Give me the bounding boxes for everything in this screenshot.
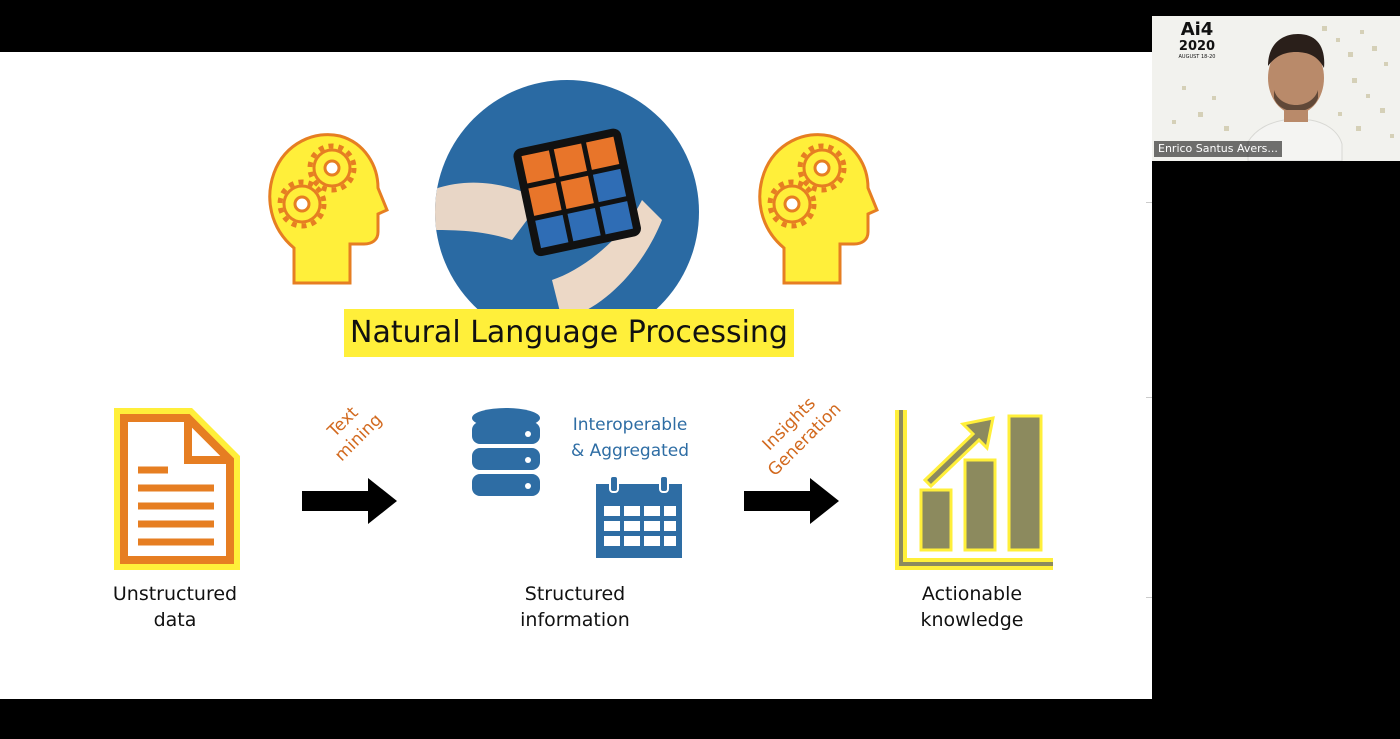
logo-line3: AUGUST 18-20	[1178, 54, 1216, 60]
speaker-webcam[interactable]: Ai4 2020 AUGUST 18-20 Enrico Santus Aver…	[1152, 16, 1400, 161]
presentation-slide: Natural Language Processing Text mining	[0, 52, 1152, 699]
structured-information-label: Structured information	[520, 583, 630, 631]
slide-tick	[1146, 202, 1152, 203]
actionable-knowledge-label: Actionable knowledge	[920, 583, 1024, 631]
logo-line2: 2020	[1178, 39, 1216, 54]
text-mining-label: Text mining	[323, 402, 387, 466]
insights-generation-label: Insights Generation	[758, 393, 846, 481]
bar-chart-icon	[895, 410, 1053, 570]
unstructured-data-label: Unstructured data	[112, 583, 238, 631]
logo-line1: Ai4	[1180, 19, 1214, 40]
head-gears-icon-right	[758, 133, 879, 285]
slide-tick	[1146, 597, 1152, 598]
database-icon	[472, 408, 540, 496]
rubiks-cube-photo	[435, 80, 699, 320]
slide-title: Natural Language Processing	[344, 309, 794, 357]
right-arrow-icon	[302, 478, 397, 524]
calendar-icon	[596, 476, 682, 558]
interoperable-caption: Interoperable & Aggregated	[570, 415, 690, 461]
speaker-name: Enrico Santus Avers...	[1154, 141, 1282, 157]
right-arrow-icon	[744, 478, 839, 524]
document-icon	[114, 408, 240, 570]
slide-tick	[1146, 397, 1152, 398]
ai4-logo: Ai4 2020 AUGUST 18-20	[1166, 20, 1228, 61]
head-gears-icon-left	[268, 133, 389, 285]
